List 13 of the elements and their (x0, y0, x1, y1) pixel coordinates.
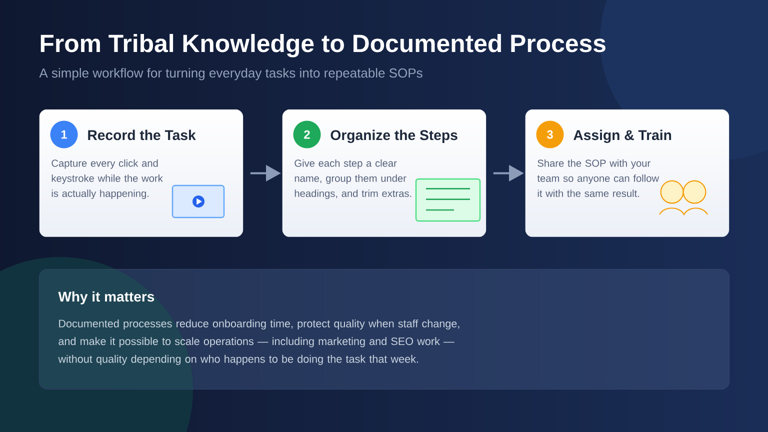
step-heading: Record the Task (88, 130, 196, 140)
step-heading: Organize the Steps (330, 130, 458, 143)
panel-text: Documented processes reduce onboarding time, protect quality when staff change, and make it possible to scale operations — including marketing and SEO work — without quality depending on who happens to be doing the task that week. (58, 319, 460, 365)
panel-heading: Why it matters (58, 291, 154, 304)
step-description: Give each step a clear name, group them under headings, and trim extras. (294, 159, 412, 199)
number-badge: 3 (536, 120, 564, 148)
step-heading: Assign & Train (574, 130, 672, 143)
title: From Tribal Knowledge to Documented Process (40, 34, 606, 58)
step-description: Share the SOP with your team so anyone can follow it with the same result. (537, 159, 660, 197)
subtitle: A simple workflow for turning everyday tasks into repeatable SOPs (39, 68, 422, 80)
number-badge: 2 (293, 120, 321, 148)
step-description: Capture every click and keystroke while the work is actually happening. (52, 159, 163, 199)
number-badge: 1 (50, 120, 78, 148)
